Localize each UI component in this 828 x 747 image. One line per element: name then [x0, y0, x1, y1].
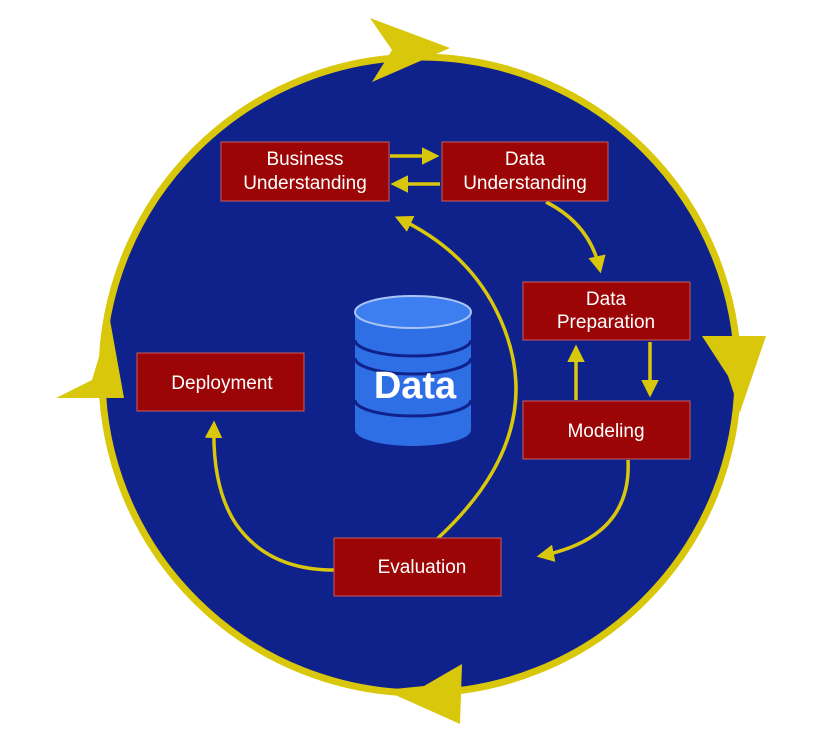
phase-data-preparation: Data Preparation [522, 281, 691, 341]
arrow-evaluation-to-deployment [204, 420, 335, 572]
cycle-arrow-icon-bottom [384, 664, 462, 724]
phase-deployment: Deployment [136, 352, 305, 412]
business-line1: Business [266, 149, 343, 170]
center-data-label: Data [374, 365, 457, 407]
phase-evaluation: Evaluation [333, 537, 502, 597]
cycle-arrow-icon-left [56, 320, 124, 398]
modeling-label: Modeling [567, 421, 644, 442]
inner-flow-arrows [204, 147, 659, 572]
deployment-label: Deployment [171, 373, 273, 394]
arrow-evaluation-to-business [394, 216, 518, 542]
phase-business-understanding: Business Understanding [220, 141, 390, 202]
business-line2: Understanding [243, 173, 367, 194]
database-icon: Data [353, 295, 473, 446]
cycle-arrow-icon-right [702, 336, 766, 412]
phase-modeling: Modeling [522, 400, 691, 460]
data-preparation-line2: Preparation [557, 312, 655, 333]
data-preparation-line1: Data [586, 289, 627, 310]
arrow-modeling-to-evaluation [536, 459, 630, 562]
evaluation-label: Evaluation [378, 557, 467, 578]
cycle-arrow-icon-top [370, 18, 450, 82]
arrow-data-understanding-to-preparation [545, 200, 606, 274]
data-understanding-line1: Data [505, 149, 546, 170]
phase-data-understanding: Data Understanding [441, 141, 609, 202]
data-understanding-line2: Understanding [463, 173, 587, 194]
